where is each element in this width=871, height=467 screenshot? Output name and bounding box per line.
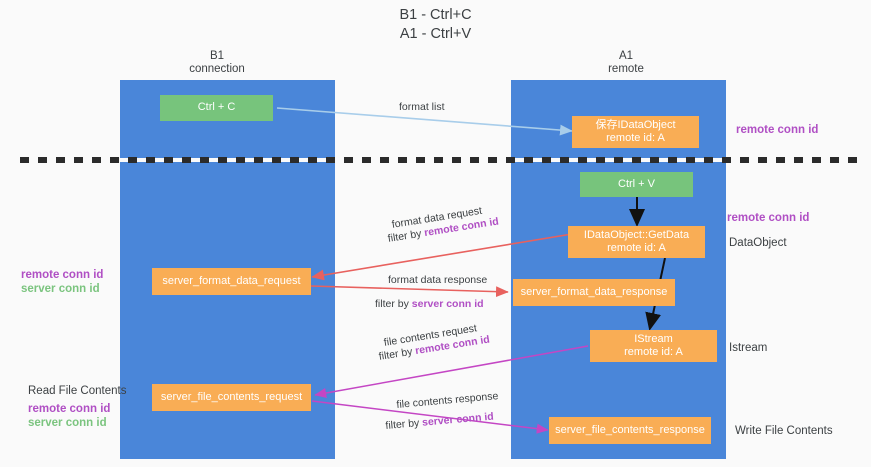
edge-file-contents-request	[314, 345, 589, 399]
node-istream[interactable]: IStream remote id: A	[590, 330, 717, 362]
node-server-format-data-request[interactable]: server_format_data_request	[152, 268, 311, 295]
node-server-file-contents-response[interactable]: server_file_contents_response	[549, 417, 711, 444]
edge-format-data-response	[310, 285, 509, 298]
node-server-file-contents-request[interactable]: server_file_contents_request	[152, 384, 311, 411]
edge-label-format-data-response: format data response	[388, 274, 488, 286]
edge-label-format-data-response-filter: filter by server conn id	[375, 298, 484, 311]
column-header-b1: B1 connection	[189, 50, 245, 75]
annotation-right-dataobject: DataObject	[729, 237, 787, 249]
annotation-left-bottom-remote-conn-id: remote conn id	[28, 403, 111, 415]
annotation-right-write-file-contents: Write File Contents	[735, 425, 833, 437]
node-ctrl-v[interactable]: Ctrl + V	[580, 172, 693, 197]
annotation-left-bottom-server-conn-id: server conn id	[28, 417, 107, 429]
filter-prefix: filter by	[385, 416, 423, 432]
page-title: B1 - Ctrl+C A1 - Ctrl+V	[399, 7, 472, 42]
lane-a1-bottom	[511, 162, 726, 459]
annotation-right-mid-remote-conn-id: remote conn id	[727, 212, 810, 224]
annotation-left-read-file-contents: Read File Contents	[28, 385, 127, 397]
node-save-idataobject[interactable]: 保存IDataObject remote id: A	[572, 116, 699, 148]
filter-key-server-conn-id: server conn id	[411, 298, 484, 310]
column-header-a1: A1 remote	[608, 50, 644, 75]
node-ctrl-c[interactable]: Ctrl + C	[160, 95, 273, 121]
node-idataobject-getdata[interactable]: IDataObject::GetData remote id: A	[568, 226, 705, 258]
edge-format-list	[276, 107, 573, 136]
annotation-right-top-remote-conn-id: remote conn id	[736, 124, 819, 136]
filter-prefix: filter by	[375, 298, 412, 310]
annotation-left-mid-remote-conn-id: remote conn id	[21, 269, 104, 281]
edge-file-contents-response	[311, 400, 549, 434]
annotation-right-istream: Istream	[729, 342, 768, 354]
annotation-left-mid-server-conn-id: server conn id	[21, 283, 100, 295]
edge-format-data-request	[311, 233, 573, 281]
node-server-format-data-response[interactable]: server_format_data_response	[513, 279, 675, 306]
edge-label-format-list: format list	[399, 101, 445, 113]
